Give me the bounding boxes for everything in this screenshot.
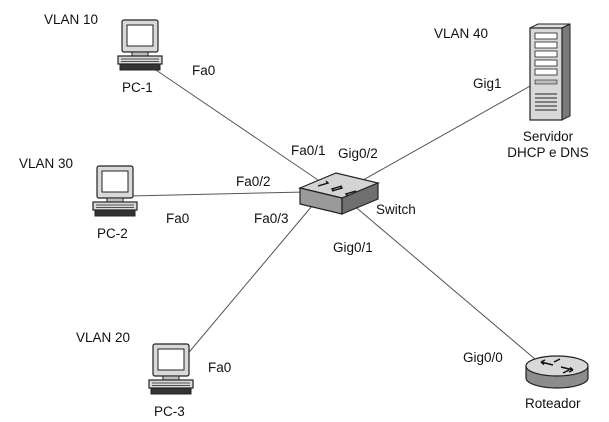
port-label-pc1: Fa0 xyxy=(192,63,216,78)
device-name-pc3: PC-3 xyxy=(154,404,185,419)
port-label-switch-gig01: Gig0/1 xyxy=(333,240,373,255)
desktop-computer-icon xyxy=(117,19,163,71)
link-router-switch xyxy=(351,203,543,366)
port-label-pc3: Fa0 xyxy=(208,360,232,375)
port-label-pc2: Fa0 xyxy=(166,211,190,226)
link-pc3-switch xyxy=(184,205,313,358)
link-pc1-switch xyxy=(149,65,319,181)
port-label-switch-fa03: Fa0/3 xyxy=(254,211,289,226)
link-server-switch xyxy=(355,84,533,185)
device-name-server-line1: Servidor xyxy=(522,129,574,144)
vlan-label-pc3: VLAN 20 xyxy=(76,330,131,345)
device-name-switch: Switch xyxy=(376,202,416,217)
device-name-pc1: PC-1 xyxy=(122,80,153,95)
device-name-pc2: PC-2 xyxy=(97,226,128,241)
port-label-server: Gig1 xyxy=(473,76,502,91)
port-label-switch-fa01: Fa0/1 xyxy=(291,143,326,158)
desktop-computer-icon xyxy=(148,343,194,395)
router-icon xyxy=(525,355,589,389)
network-switch-icon xyxy=(298,172,380,215)
vlan-label-server: VLAN 40 xyxy=(434,26,489,41)
port-label-router: Gig0/0 xyxy=(463,350,503,365)
device-name-server-line2: DHCP e DNS xyxy=(507,145,589,160)
vlan-label-pc1: VLAN 10 xyxy=(44,12,99,27)
link-pc2-switch xyxy=(129,191,307,197)
desktop-computer-icon xyxy=(92,165,138,217)
vlan-label-pc2: VLAN 30 xyxy=(19,156,74,171)
device-name-router: Roteador xyxy=(525,396,581,411)
port-label-switch-gig02: Gig0/2 xyxy=(338,146,378,161)
tower-server-icon xyxy=(529,23,571,121)
port-label-switch-fa02: Fa0/2 xyxy=(236,174,271,189)
